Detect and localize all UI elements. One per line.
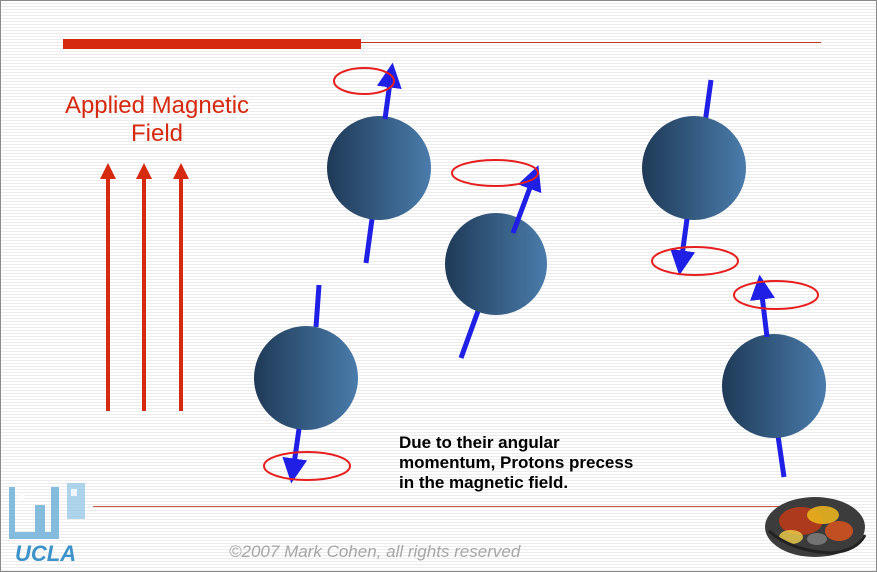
field-arrows — [100, 163, 189, 411]
proton-sphere — [327, 116, 431, 220]
spin-axis-tail — [313, 284, 322, 328]
spin-arrow — [282, 428, 308, 484]
caption-line-2: momentum, Protons precess — [399, 453, 634, 472]
proton-sphere — [722, 334, 826, 438]
spin-arrow — [670, 218, 696, 276]
ucla-logo-text: UCLA — [15, 541, 76, 566]
precession-caption: Due to their angular momentum, Protons p… — [399, 433, 639, 493]
precession-ring — [733, 280, 819, 310]
precession-ring — [263, 451, 351, 481]
spin-axis-tail — [363, 218, 375, 264]
proton-sphere — [642, 116, 746, 220]
proton-sphere — [445, 213, 547, 315]
title-divider-line — [361, 42, 821, 43]
proton-4 — [254, 284, 358, 484]
spin-arrow — [750, 274, 775, 338]
proton-2 — [445, 159, 547, 359]
spin-axis-tail — [702, 79, 714, 124]
precession-ring — [451, 159, 539, 187]
proton-3 — [642, 79, 746, 276]
ucla-logo: UCLA — [9, 483, 85, 566]
proton-5 — [722, 274, 826, 478]
spin-axis-tail — [458, 310, 481, 359]
caption-line-1: Due to their angular — [399, 433, 560, 452]
caption-line-3: in the magnetic field. — [399, 473, 569, 492]
spin-arrow — [510, 165, 542, 234]
proton-sphere — [254, 326, 358, 430]
precession-ring — [333, 67, 395, 95]
footer-divider-line — [93, 506, 783, 507]
proton-1 — [327, 62, 431, 264]
precession-ring — [651, 246, 739, 276]
copyright-footer: ©2007 Mark Cohen, all rights reserved — [229, 542, 521, 561]
title-line-2: Field — [130, 120, 184, 147]
brain-image — [765, 497, 867, 557]
title-accent-bar — [63, 39, 361, 49]
title-line-1: Applied Magnetic — [64, 92, 250, 119]
applied-field-title: Applied Magnetic Field — [29, 92, 285, 148]
spin-arrow — [376, 62, 402, 120]
